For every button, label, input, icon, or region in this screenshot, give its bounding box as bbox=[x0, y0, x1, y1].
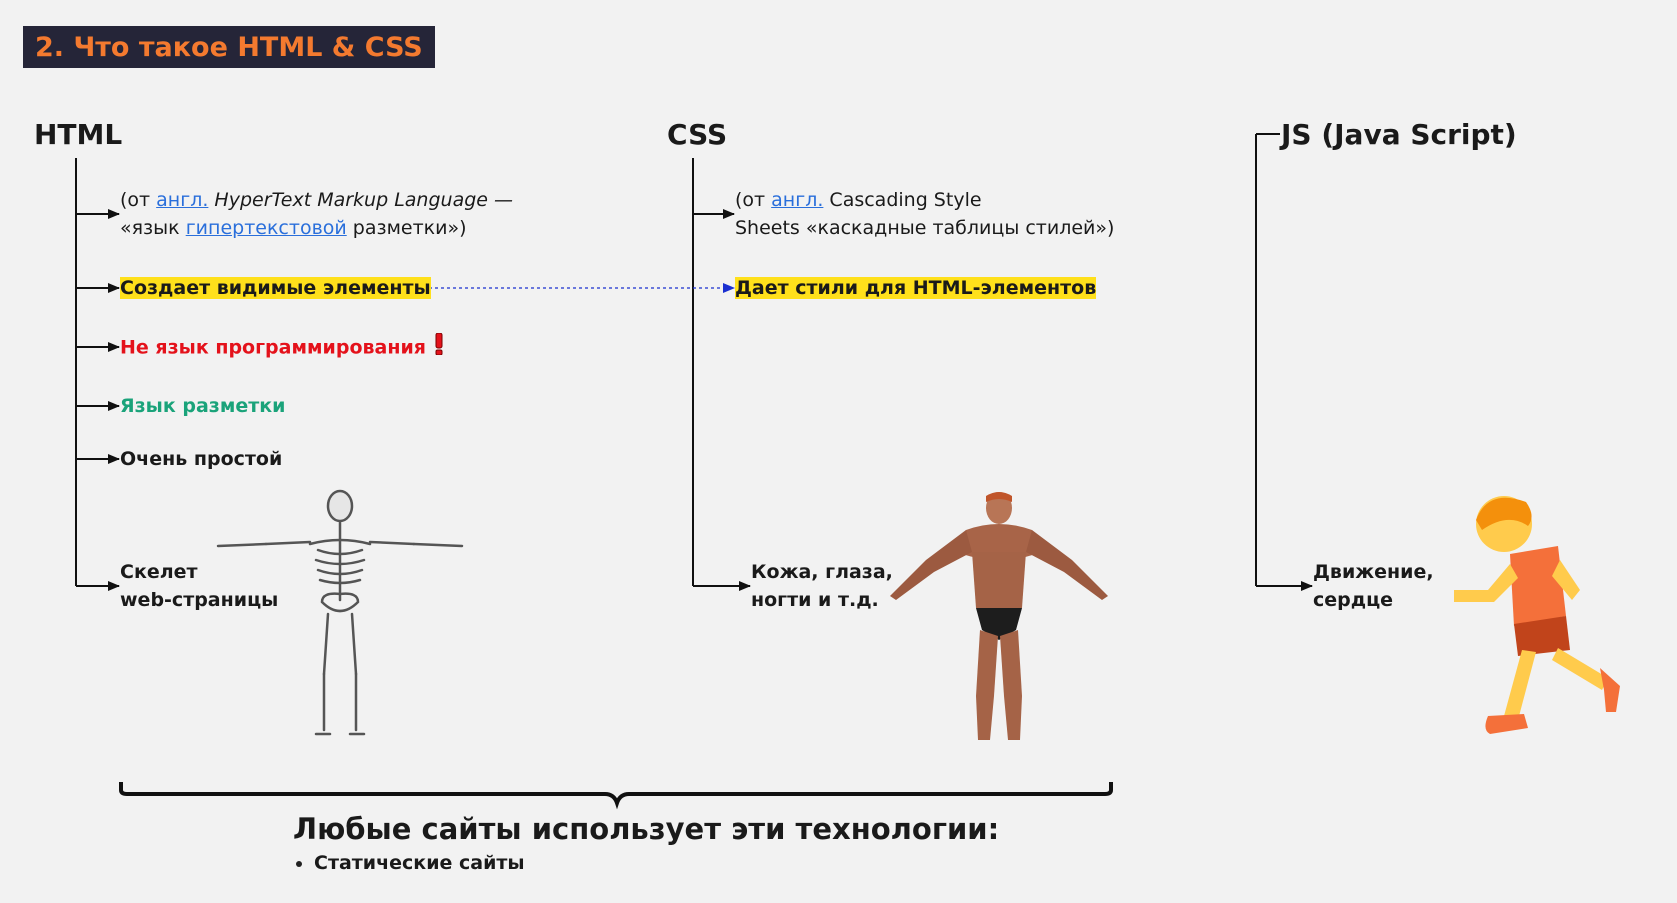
skeleton-illustration bbox=[216, 489, 464, 736]
html-skeleton-line2: web-страницы bbox=[120, 589, 279, 611]
section-title-box: 2. Что такое HTML & CSS bbox=[23, 26, 435, 68]
css-styles: Дает стили для HTML-элементов bbox=[735, 274, 1097, 302]
html-def-l2-suffix: разметки») bbox=[346, 217, 467, 239]
html-def-link-hypertext[interactable]: гипертекстовой bbox=[185, 217, 347, 239]
runner-icon bbox=[1454, 496, 1620, 734]
exclamation-icon bbox=[434, 332, 444, 363]
summary-bullet-static-sites: Статические сайты bbox=[296, 852, 525, 874]
css-def-prefix: (от bbox=[735, 189, 772, 211]
html-def-prefix: (от bbox=[120, 189, 157, 211]
html-not-prog-text: Не язык программирования bbox=[120, 336, 426, 359]
js-motion-line1: Движение, bbox=[1313, 561, 1434, 583]
css-def-term: Cascading Style bbox=[823, 189, 982, 211]
html-def-link-angl[interactable]: англ. bbox=[156, 189, 209, 211]
html-not-programming: Не язык программирования bbox=[120, 332, 444, 363]
js-heading: JS (Java Script) bbox=[1281, 118, 1517, 151]
html-markup-language: Язык разметки bbox=[120, 392, 285, 420]
html-heading: HTML bbox=[34, 118, 123, 151]
summary-heading: Любые сайты использует эти технологии: bbox=[293, 812, 1000, 846]
css-styles-text: Дает стили для HTML-элементов bbox=[735, 277, 1097, 299]
css-skin-line2: ногти и т.д. bbox=[751, 589, 879, 611]
html-skeleton-line1: Скелет bbox=[120, 561, 198, 583]
css-definition-line2: Sheets «каскадные таблицы стилей») bbox=[735, 217, 1115, 239]
html-visible-text: Создает видимые элементы bbox=[120, 277, 431, 299]
curly-brace bbox=[119, 782, 1113, 810]
html-def-l2-prefix: «язык bbox=[120, 217, 186, 239]
summary-bullet-text: Статические сайты bbox=[314, 852, 525, 874]
html-visible-elements: Создает видимые элементы bbox=[120, 274, 431, 302]
css-skin-line1: Кожа, глаза, bbox=[751, 561, 893, 583]
css-def-link-angl[interactable]: англ. bbox=[771, 189, 824, 211]
css-heading: CSS bbox=[667, 118, 728, 151]
html-very-simple: Очень простой bbox=[120, 448, 283, 470]
section-title: 2. Что такое HTML & CSS bbox=[35, 31, 423, 63]
html-definition-line2: «язык гипертекстовой разметки») bbox=[120, 214, 467, 242]
css-definition-line1: (от англ. Cascading Style bbox=[735, 186, 982, 214]
html-def-term: HyperText Markup Language — bbox=[208, 189, 514, 211]
html-definition-line1: (от англ. HyperText Markup Language — bbox=[120, 186, 513, 214]
js-motion-line2: сердце bbox=[1313, 589, 1394, 611]
bullet-dot-icon bbox=[296, 860, 302, 867]
html-markup-text: Язык разметки bbox=[120, 395, 286, 417]
muscular-man-illustration bbox=[890, 492, 1108, 740]
